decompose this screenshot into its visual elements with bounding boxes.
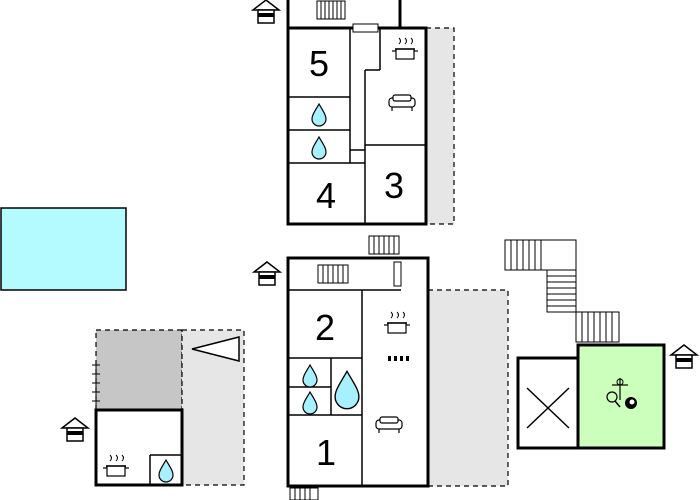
table-football-icon xyxy=(612,378,628,400)
house-entrance-icon xyxy=(61,417,89,442)
house-entrance-icon xyxy=(670,344,698,369)
stove-icon xyxy=(388,356,409,361)
sofa-icon xyxy=(375,416,403,434)
sofa-icon xyxy=(388,94,416,112)
swimming-pool xyxy=(0,207,127,291)
upper-building: 5 4 3 xyxy=(286,0,428,226)
stairs-icon xyxy=(289,487,319,500)
stairs-icon xyxy=(504,239,620,343)
room-number-3: 3 xyxy=(384,165,404,206)
annex-building xyxy=(92,329,245,487)
room-number-1: 1 xyxy=(316,432,336,473)
water-drop-icon xyxy=(302,391,318,415)
water-drop-icon xyxy=(158,459,174,483)
water-drop-icon xyxy=(311,103,327,127)
house-entrance-icon xyxy=(253,261,281,286)
billiard-ball-icon xyxy=(625,397,637,409)
games-building xyxy=(504,239,666,450)
water-drop-icon xyxy=(302,364,318,388)
pot-icon xyxy=(102,454,130,477)
room-number-2: 2 xyxy=(315,307,335,348)
stairs-icon xyxy=(368,235,400,255)
terrace-lower xyxy=(427,289,509,487)
table-tennis-icon xyxy=(606,391,621,408)
lower-building: 2 1 xyxy=(286,235,430,500)
house-entrance-icon xyxy=(252,0,280,24)
carport xyxy=(95,329,183,411)
water-drop-icon xyxy=(334,369,360,410)
stairs-icon xyxy=(317,264,349,284)
pot-icon xyxy=(391,37,419,60)
stairs-icon xyxy=(316,0,346,20)
room-number-5: 5 xyxy=(309,43,329,84)
games-room xyxy=(576,343,666,450)
terrace-upper xyxy=(425,27,455,225)
water-drop-icon xyxy=(311,136,327,160)
room-number-4: 4 xyxy=(316,175,336,216)
pot-icon xyxy=(383,311,411,334)
